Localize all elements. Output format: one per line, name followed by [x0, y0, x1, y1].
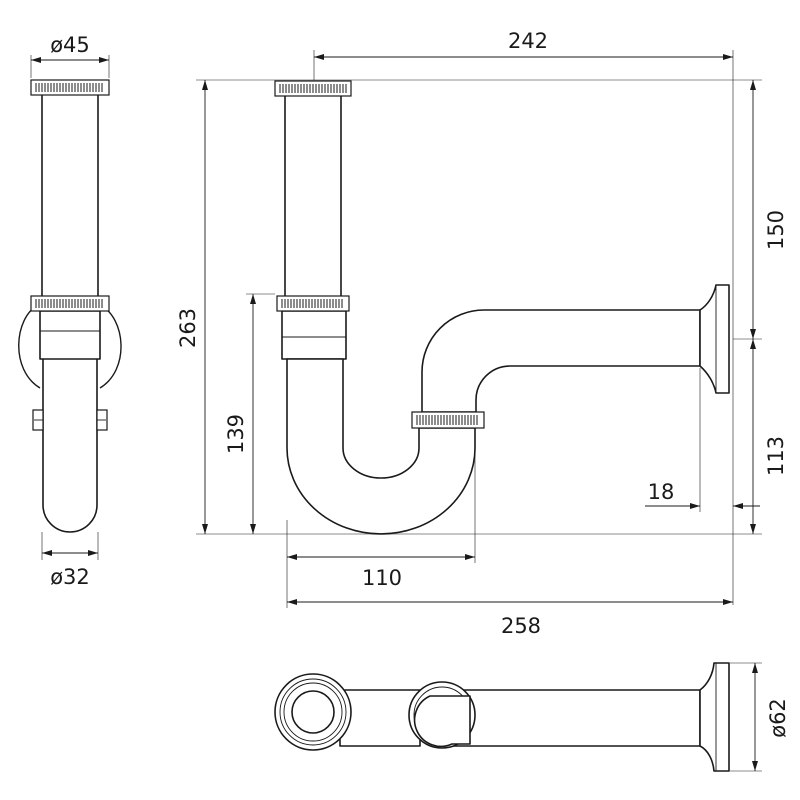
side-middle-nut — [30, 295, 110, 312]
plan-tail-circle — [274, 673, 352, 751]
plan-connector — [339, 689, 421, 747]
dim-overall-length: 258 — [501, 614, 541, 638]
side-sleeve — [39, 310, 101, 360]
dim-wall-offset: 18 — [648, 480, 675, 504]
plan-trap-nut — [408, 681, 476, 749]
side-lower-pipe — [42, 354, 98, 533]
front-top-nut — [274, 80, 352, 97]
front-wall-flange — [699, 284, 730, 394]
front-u-bend — [286, 358, 476, 535]
side-view: ø45 ø32 — [18, 33, 122, 589]
front-sleeve — [281, 310, 347, 360]
dim-lower-right-height: 113 — [764, 436, 788, 476]
front-outlet-arm — [421, 309, 701, 413]
plan-arm — [441, 689, 701, 747]
plan-flange — [699, 662, 730, 772]
front-trap-nut — [411, 411, 485, 429]
front-middle-nut — [276, 295, 350, 312]
dim-pipe-diameter: ø32 — [50, 565, 90, 589]
dim-trap-width: 110 — [362, 566, 402, 590]
front-view: 242 263 139 150 113 18 110 258 — [176, 29, 788, 638]
dim-top-overall-length: 242 — [508, 29, 548, 53]
side-top-nut — [30, 79, 110, 96]
dim-overall-height: 263 — [176, 308, 200, 348]
dim-nut-height: 139 — [224, 414, 248, 454]
dim-upper-right-height: 150 — [764, 210, 788, 250]
front-tail-pipe — [284, 94, 342, 298]
dim-top-nut-diameter: ø45 — [50, 33, 90, 57]
plan-view: ø62 — [274, 662, 790, 772]
side-upper-pipe — [41, 91, 99, 298]
dim-flange-diameter: ø62 — [766, 698, 790, 738]
